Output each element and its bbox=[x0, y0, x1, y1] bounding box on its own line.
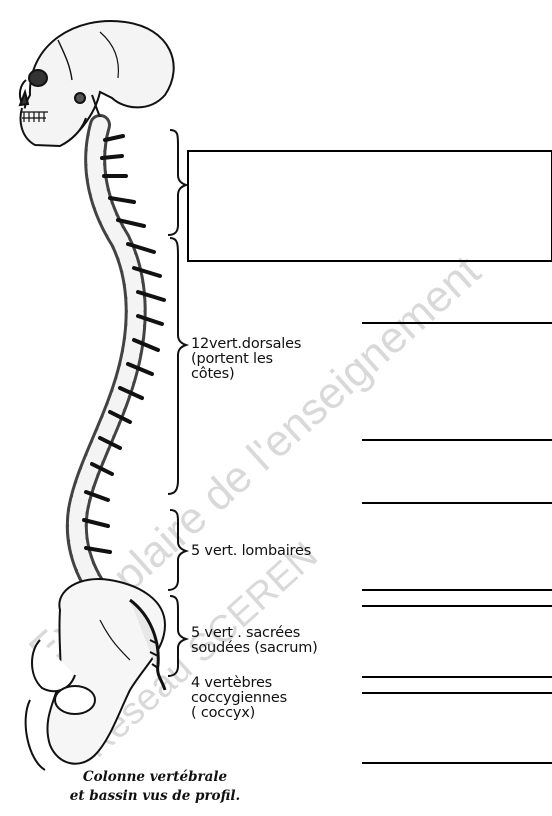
caption-line-2: et bassin vus de profil. bbox=[60, 787, 250, 806]
label-coccygiennes-line-1: 4 vertèbres bbox=[191, 676, 287, 691]
label-sacrees-line-2: soudées (sacrum) bbox=[191, 641, 318, 656]
label-coccygiennes: 4 vertèbres coccygiennes ( coccyx) bbox=[191, 676, 287, 721]
label-coccygiennes-line-3: ( coccyx) bbox=[191, 706, 287, 721]
caption-line-1: Colonne vertébrale bbox=[60, 768, 250, 787]
figure-caption: Colonne vertébrale et bassin vus de prof… bbox=[60, 768, 250, 806]
answer-lines bbox=[362, 323, 552, 763]
answer-box-cervicales[interactable] bbox=[187, 150, 552, 262]
label-dorsales-line-3: côtes) bbox=[191, 367, 301, 382]
label-sacrees-line-1: 5 vert . sacrées bbox=[191, 626, 318, 641]
label-sacrees: 5 vert . sacrées soudées (sacrum) bbox=[191, 626, 318, 656]
label-dorsales: 12vert.dorsales (portent les côtes) bbox=[191, 337, 301, 382]
brackets bbox=[168, 130, 186, 676]
label-lombaires-line: 5 vert. lombaires bbox=[191, 544, 311, 559]
label-lombaires: 5 vert. lombaires bbox=[191, 544, 311, 559]
label-dorsales-line-1: 12vert.dorsales bbox=[191, 337, 301, 352]
label-dorsales-line-2: (portent les bbox=[191, 352, 301, 367]
label-coccygiennes-line-2: coccygiennes bbox=[191, 691, 287, 706]
pelvis-icon bbox=[26, 579, 165, 770]
